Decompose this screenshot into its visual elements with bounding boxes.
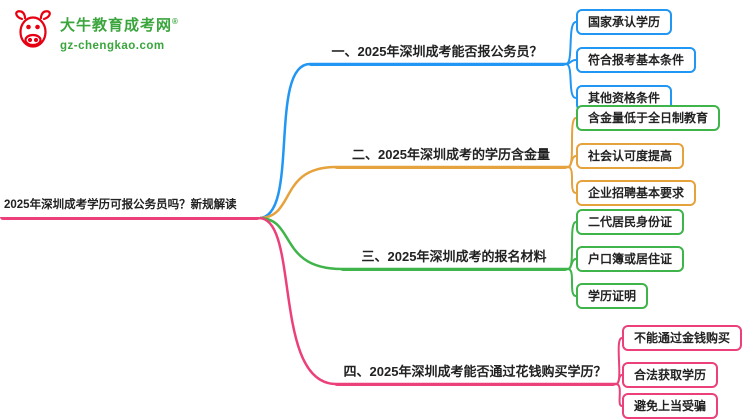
- branch-title-4: 四、2025年深圳成考能否通过花钱购买学历？: [334, 363, 616, 386]
- branch-4-connector: [257, 216, 618, 386]
- leaf-node: 国家承认学历: [576, 9, 673, 35]
- leaf-node: 户口簿或居住证: [576, 246, 685, 272]
- leaf-connector: [567, 268, 577, 297]
- registered-mark: ®: [172, 17, 179, 26]
- mindmap-canvas: 大牛教育成考网® gz-chengkao.com 2025年深圳成考学历可报公务…: [0, 8, 743, 419]
- root-topic: 2025年深圳成考学历可报公务员吗？新规解读: [0, 197, 260, 220]
- leaf-node: 学历证明: [576, 283, 649, 309]
- branch-title-3: 三、2025年深圳成考的报名材料: [340, 248, 568, 271]
- logo-domain: gz-chengkao.com: [60, 40, 165, 52]
- leaf-node: 避免上当受骗: [622, 393, 719, 419]
- leaf-connector: [615, 383, 623, 407]
- connector-lines: [257, 21, 623, 407]
- leaf-node: 合法获取学历: [622, 362, 719, 388]
- branch-title-2: 二、2025年深圳成考的学历含金量: [334, 146, 568, 169]
- branch-3-connector: [257, 216, 570, 271]
- leaf-node: 社会认可度提高: [576, 143, 685, 169]
- leaf-node: 企业招聘基本要求: [576, 180, 697, 206]
- leaf-connector: [567, 166, 577, 194]
- branch-title-1: 一、2025年深圳成考能否报公务员？: [308, 43, 566, 66]
- leaf-connector: [565, 63, 577, 99]
- branch-1-connector: [257, 62, 568, 220]
- site-logo: 大牛教育成考网® gz-chengkao.com: [12, 8, 179, 59]
- branch-2-connector: [257, 165, 570, 220]
- leaf-connector: [565, 21, 577, 65]
- bull-logo-icon: [12, 8, 54, 59]
- logo-text-block: 大牛教育成考网® gz-chengkao.com: [60, 8, 179, 53]
- leaf-node: 不能通过金钱购买: [622, 325, 743, 351]
- logo-title: 大牛教育成考网®: [60, 17, 179, 34]
- leaf-node: 含金量低于全日制教育: [576, 105, 721, 131]
- leaf-node: 二代居民身份证: [576, 209, 685, 235]
- leaf-node: 符合报考基本条件: [576, 47, 697, 73]
